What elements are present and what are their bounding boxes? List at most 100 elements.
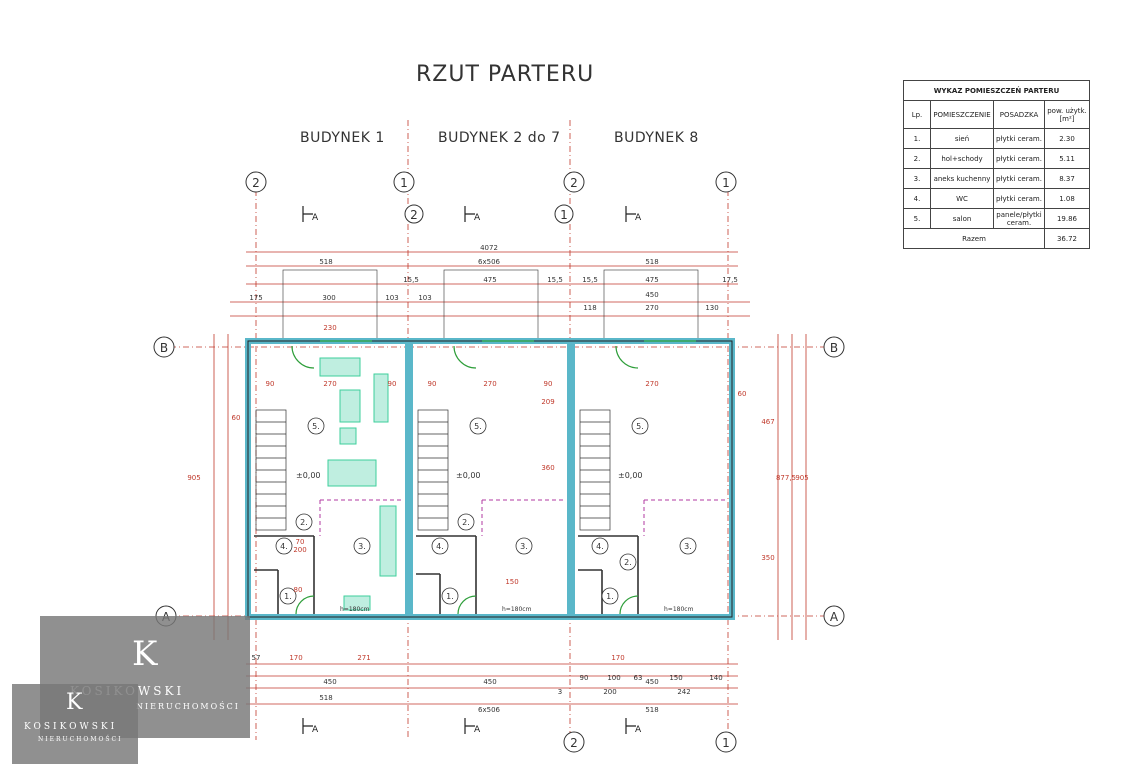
room-marker: 4. (591, 537, 609, 555)
svg-text:60: 60 (738, 390, 747, 398)
axis-bubble-mid-1: 2 (404, 204, 424, 224)
axis-bubble-bottom-2: 1 (715, 731, 737, 753)
svg-text:450: 450 (483, 678, 496, 686)
building-2-7-label: BUDYNEK 2 do 7 (438, 130, 561, 146)
svg-text:4072: 4072 (480, 244, 498, 252)
svg-text:±0,00: ±0,00 (296, 471, 321, 480)
svg-text:h=180cm: h=180cm (502, 606, 532, 613)
room-marker: 2. (295, 513, 313, 531)
svg-text:A: A (312, 725, 319, 735)
svg-text:270: 270 (645, 380, 658, 388)
svg-text:1: 1 (722, 176, 730, 190)
svg-text:242: 242 (677, 688, 690, 696)
svg-text:80: 80 (294, 586, 303, 594)
furniture (319, 357, 397, 611)
svg-text:90: 90 (428, 380, 437, 388)
svg-text:3.: 3. (520, 542, 528, 551)
svg-text:15,5: 15,5 (547, 276, 563, 284)
room-marker: 1. (601, 587, 619, 605)
svg-text:1.: 1. (446, 592, 454, 601)
room-marker: 4. (275, 537, 293, 555)
svg-text:1.: 1. (606, 592, 614, 601)
svg-text:B: B (160, 341, 168, 355)
svg-text:518: 518 (319, 258, 332, 266)
svg-text:±0,00: ±0,00 (456, 471, 481, 480)
table-header: Lp. (903, 100, 931, 129)
svg-text:230: 230 (323, 324, 336, 332)
svg-text:90: 90 (544, 380, 553, 388)
svg-text:450: 450 (645, 678, 658, 686)
svg-text:2: 2 (410, 208, 418, 222)
svg-text:1: 1 (722, 736, 730, 750)
svg-text:1: 1 (560, 208, 568, 222)
svg-text:h=180cm: h=180cm (664, 606, 694, 613)
svg-text:518: 518 (645, 258, 658, 266)
room-marker: 3. (353, 537, 371, 555)
svg-text:63: 63 (634, 674, 643, 682)
svg-text:270: 270 (645, 304, 658, 312)
building-8-label: BUDYNEK 8 (614, 130, 699, 146)
svg-text:170: 170 (289, 654, 302, 662)
svg-text:2.: 2. (300, 518, 308, 527)
svg-text:90: 90 (580, 674, 589, 682)
svg-text:4.: 4. (280, 542, 288, 551)
room-marker: 4. (431, 537, 449, 555)
svg-text:2.: 2. (624, 558, 632, 567)
svg-text:A: A (635, 725, 642, 735)
axis-bubble-top-1: 2 (245, 171, 267, 193)
svg-text:h=180cm: h=180cm (340, 606, 370, 613)
room-marker: 5. (631, 417, 649, 435)
svg-text:4.: 4. (596, 542, 604, 551)
axis-bubble-mid-2: 1 (554, 204, 574, 224)
svg-text:4.: 4. (436, 542, 444, 551)
room-marker: 3. (515, 537, 533, 555)
room-marker: 2. (457, 513, 475, 531)
svg-text:5.: 5. (474, 422, 482, 431)
room-marker: 1. (441, 587, 459, 605)
svg-text:475: 475 (483, 276, 496, 284)
svg-text:1: 1 (400, 176, 408, 190)
svg-text:150: 150 (669, 674, 682, 682)
svg-text:3.: 3. (684, 542, 692, 551)
room-marker: 1. (279, 587, 297, 605)
svg-text:118: 118 (583, 304, 596, 312)
room-marker: 2. (619, 553, 637, 571)
svg-text:150: 150 (505, 578, 518, 586)
axis-bubble-B-left: B (153, 336, 175, 358)
svg-text:175: 175 (249, 294, 262, 302)
svg-text:360: 360 (541, 464, 554, 472)
svg-text:70: 70 (296, 538, 305, 546)
svg-text:A: A (474, 213, 481, 223)
svg-text:140: 140 (709, 674, 722, 682)
svg-text:271: 271 (357, 654, 370, 662)
svg-text:A: A (312, 213, 319, 223)
svg-text:103: 103 (418, 294, 431, 302)
svg-text:5.: 5. (312, 422, 320, 431)
svg-text:518: 518 (319, 694, 332, 702)
section-mark-top-2: A (464, 206, 481, 223)
building-1-label: BUDYNEK 1 (300, 130, 385, 146)
room-marker: 5. (307, 417, 325, 435)
svg-text:15,5: 15,5 (582, 276, 598, 284)
svg-text:B: B (830, 341, 838, 355)
svg-text:2: 2 (252, 176, 260, 190)
svg-text:905: 905 (187, 474, 200, 482)
svg-text:1.: 1. (284, 592, 292, 601)
table-header: POSADZKA (993, 100, 1045, 129)
svg-text:475: 475 (645, 276, 658, 284)
svg-text:57: 57 (252, 654, 261, 662)
svg-text:467: 467 (761, 418, 774, 426)
room-marker: 3. (679, 537, 697, 555)
section-mark-bottom-1: A (302, 718, 319, 735)
watermark-small: K KOSIKOWSKI NIERUCHOMOŚCI (12, 684, 138, 764)
svg-text:2.: 2. (462, 518, 470, 527)
logo-k-icon: K (132, 634, 158, 674)
svg-text:2: 2 (570, 176, 578, 190)
svg-text:3.: 3. (358, 542, 366, 551)
svg-text:350: 350 (761, 554, 774, 562)
svg-text:A: A (474, 725, 481, 735)
